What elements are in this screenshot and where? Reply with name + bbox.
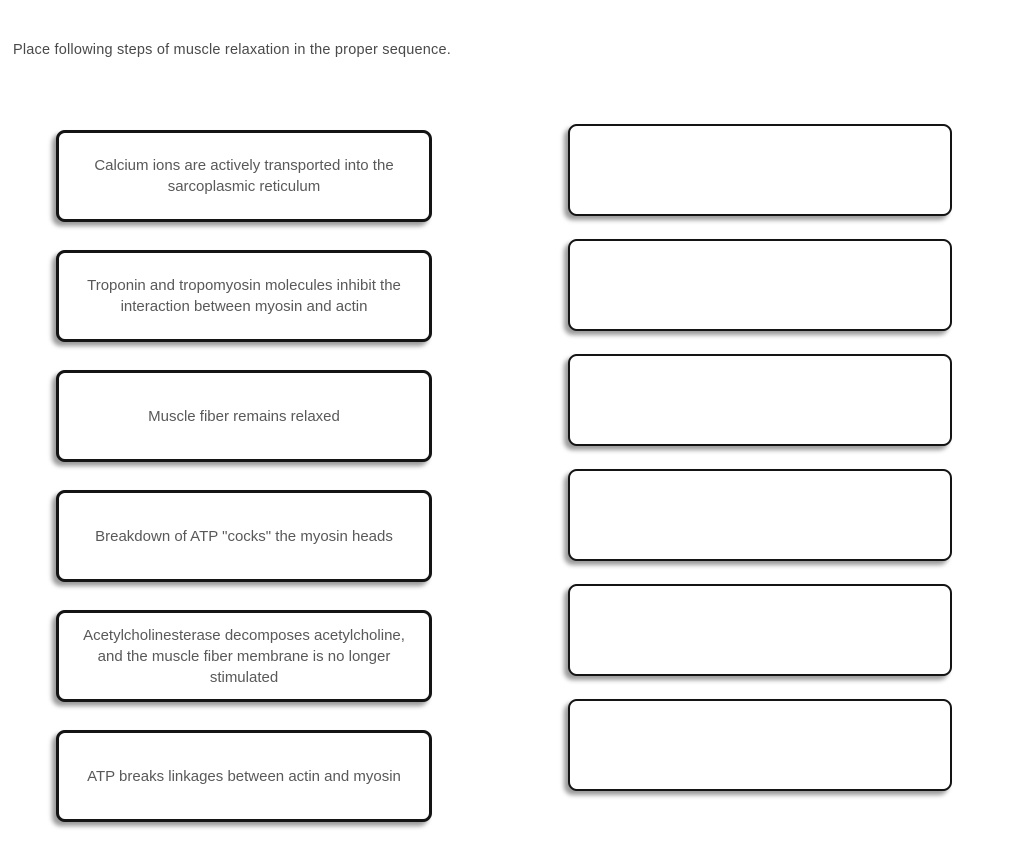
draggable-step-card[interactable]: Breakdown of ATP "cocks" the myosin head… [56,490,432,582]
source-column: Calcium ions are actively transported in… [56,130,432,822]
question-prompt: Place following steps of muscle relaxati… [13,42,451,58]
drop-slot[interactable] [568,469,952,561]
draggable-step-card[interactable]: ATP breaks linkages between actin and my… [56,730,432,822]
drop-slot[interactable] [568,124,952,216]
drop-slot[interactable] [568,699,952,791]
drop-slot[interactable] [568,354,952,446]
draggable-step-card[interactable]: Muscle fiber remains relaxed [56,370,432,462]
draggable-step-card[interactable]: Calcium ions are actively transported in… [56,130,432,222]
draggable-step-card[interactable]: Troponin and tropomyosin molecules inhib… [56,250,432,342]
answer-column [568,124,952,791]
drop-slot[interactable] [568,584,952,676]
draggable-step-card[interactable]: Acetylcholinesterase decomposes acetylch… [56,610,432,702]
drop-slot[interactable] [568,239,952,331]
